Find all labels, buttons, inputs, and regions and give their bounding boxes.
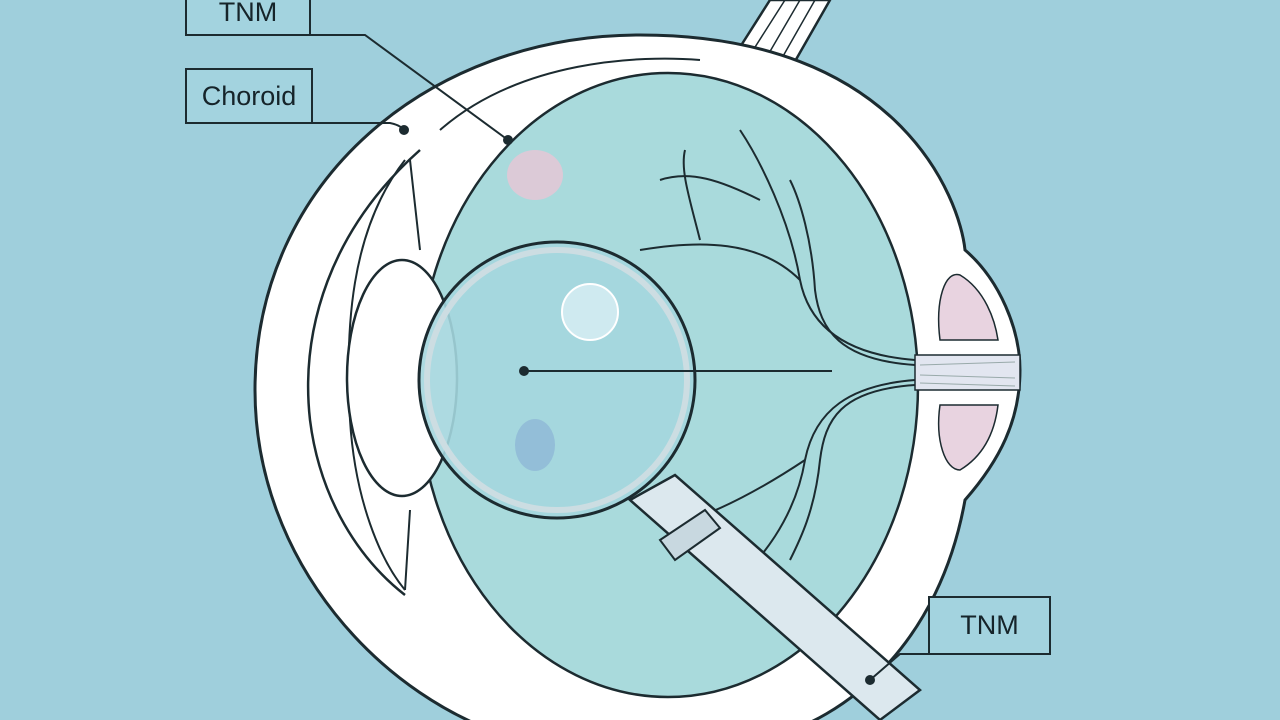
label-tnm-bottom: TNM [928,596,1051,655]
optic-disc [914,273,1021,471]
label-choroid: Choroid [185,68,313,124]
magnifier-lens [417,240,697,520]
label-tnm-top: TNM [185,0,311,36]
lesion-spot [507,150,563,200]
leader-lines [310,34,928,681]
lens-highlight [561,283,619,341]
magnifier-handle [627,473,922,720]
